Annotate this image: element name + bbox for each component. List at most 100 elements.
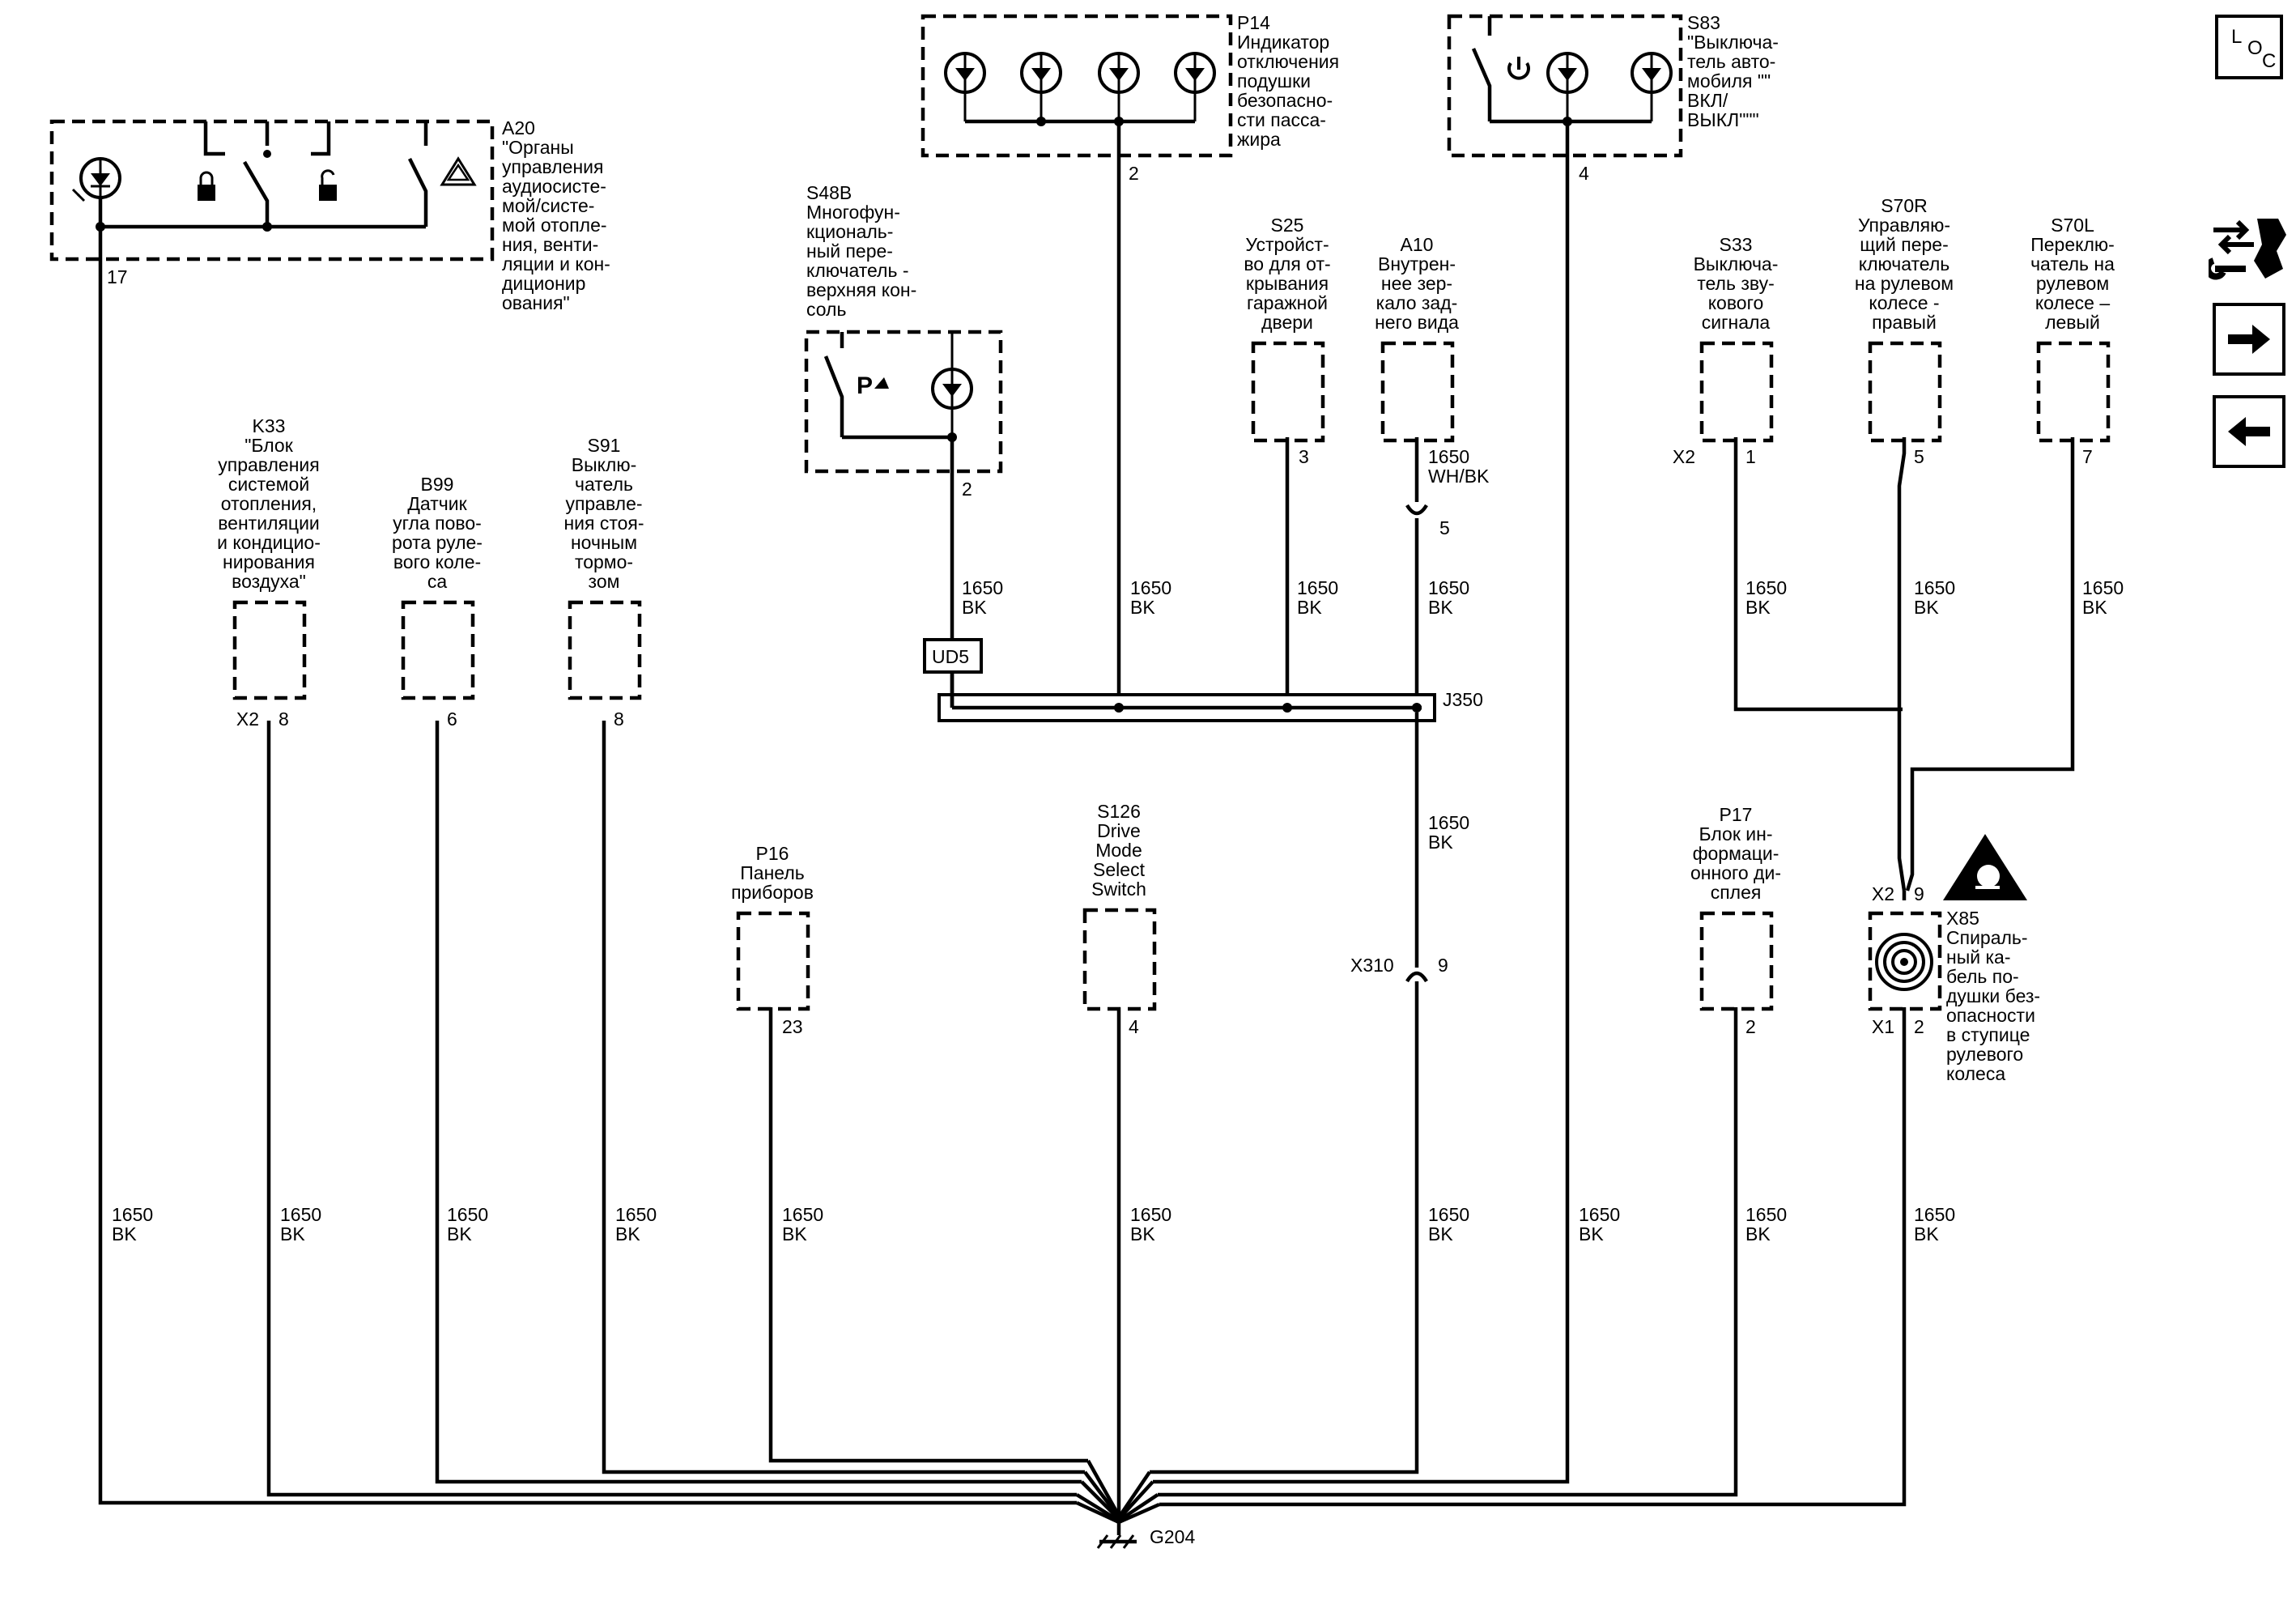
- s48b-label-line: Многофун-: [806, 202, 900, 223]
- back-button[interactable]: [2213, 395, 2285, 468]
- s48b-label-line: кциональ-: [806, 221, 893, 242]
- a10-label-line: Внутрен-: [1378, 253, 1456, 274]
- p14-label-line: Индикатор: [1237, 32, 1329, 53]
- x85-top-pin: 9: [1914, 883, 1924, 904]
- s70l-label-line: левый: [2045, 312, 2100, 333]
- p16-pin: 23: [782, 1016, 803, 1037]
- p16-label-line: приборов: [731, 882, 814, 903]
- x85-label-line: душки без-: [1946, 985, 2040, 1006]
- s70l-label-line: колесе –: [2035, 292, 2111, 313]
- s48b-label-line: соль: [806, 299, 846, 320]
- lamp-icon: [931, 368, 973, 437]
- wire-gauge: 1650: [1130, 1204, 1171, 1225]
- wrench-arrows-icon: [2205, 219, 2286, 280]
- s70l-pin: 7: [2082, 446, 2093, 467]
- p17-label-line: Блок ин-: [1699, 823, 1773, 845]
- x85-label-line: ный ка-: [1946, 947, 2011, 968]
- a20-label-line: управления: [502, 156, 603, 177]
- wire-color: BK: [1130, 1223, 1155, 1244]
- wire-gauge: 1650: [2082, 577, 2124, 598]
- wire-gauge: 1650: [615, 1204, 657, 1225]
- s48b-label-line: ключатель -: [806, 260, 909, 281]
- wire-gauge: 1650: [280, 1204, 321, 1225]
- s70l-label-line: рулевом: [2036, 273, 2109, 294]
- k33-conn: X2: [236, 708, 259, 730]
- loc-letter-o: O: [2247, 37, 2263, 59]
- j350-label: J350: [1443, 689, 1483, 710]
- wire-gauge: 1650: [1428, 577, 1469, 598]
- a20-label-line: мой/систе-: [502, 195, 594, 216]
- b99-ref: B99: [421, 474, 454, 495]
- wire-color: BK: [1745, 1223, 1771, 1244]
- x85-label-line: опасности: [1946, 1005, 2035, 1026]
- wire-color: BK: [447, 1223, 472, 1244]
- wire-gauge: 1650: [1428, 812, 1469, 833]
- forward-button[interactable]: [2213, 303, 2285, 376]
- lamp-icon: [1546, 52, 1588, 121]
- s126-label-line: Drive: [1097, 820, 1141, 841]
- s33-label-line: сигнала: [1702, 312, 1771, 333]
- x85-ref: X85: [1946, 908, 1979, 929]
- wire-gauge: 1650: [1297, 577, 1338, 598]
- a20-label-line: диционир: [502, 273, 585, 294]
- wires: [98, 121, 2075, 1525]
- s126-label-line: Switch: [1091, 879, 1146, 900]
- k33-label-line: воздуха": [232, 571, 306, 592]
- p17-label-line: формаци-: [1693, 843, 1779, 864]
- s48b-label-line: ный пере-: [806, 240, 893, 262]
- arrow-right-icon: [2228, 325, 2270, 354]
- p17-label-line: онного ди-: [1690, 862, 1781, 883]
- component-p16: 23 P16 Панель приборов: [731, 843, 814, 1037]
- component-x85: X2 9 X1 2 X85 Спираль- ный ка- бель по- …: [1868, 834, 2040, 1084]
- p14-pin: 2: [1129, 163, 1139, 184]
- a10-pin: 1650: [1428, 446, 1469, 467]
- x85-label-line: бель по-: [1946, 966, 2019, 987]
- s25-pin: 3: [1299, 446, 1309, 467]
- wire-color: BK: [1297, 597, 1322, 618]
- s83-label-line: "Выключа-: [1687, 32, 1779, 53]
- a20-label-line: ния, венти-: [502, 234, 598, 255]
- tools-button[interactable]: [2205, 212, 2290, 283]
- s33-label-line: Выключа-: [1694, 253, 1779, 274]
- clockspring-icon: [1875, 933, 1933, 991]
- b99-label-line: Датчик: [407, 493, 467, 514]
- p14-label-line: жира: [1237, 129, 1281, 150]
- k33-label-line: управления: [218, 454, 319, 475]
- s91-label-line: ния стоя-: [563, 513, 644, 534]
- wire-gauge: 1650: [1914, 577, 1955, 598]
- a20-label-line: аудиосисте-: [502, 176, 606, 197]
- x85-bot-pin: 2: [1914, 1016, 1924, 1037]
- inline-connector-a10: 5: [1405, 504, 1450, 538]
- s91-label-line: зом: [589, 571, 620, 592]
- wire-color: BK: [1914, 597, 1939, 618]
- loc-letter-l: L: [2231, 26, 2243, 48]
- parking-sensor-icon: [874, 377, 889, 389]
- wire-color: BK: [962, 597, 987, 618]
- component-s91: 8 S91 Выклю- чатель управле- ния стоя- н…: [563, 435, 644, 730]
- b99-label-line: вого коле-: [393, 551, 481, 572]
- wire-color: BK: [280, 1223, 305, 1244]
- wire-gauge: 1650: [1428, 1204, 1469, 1225]
- wire-gauge: 1650: [1745, 1204, 1787, 1225]
- x310-label: X310: [1350, 955, 1394, 976]
- location-button[interactable]: L O C: [2215, 15, 2283, 79]
- s25-label-line: крывания: [1246, 273, 1329, 294]
- a20-label-line: мой отопле-: [502, 215, 607, 236]
- x85-top-conn: X2: [1872, 883, 1894, 904]
- b99-label-line: са: [427, 571, 448, 592]
- x85-label-line: колеса: [1946, 1063, 2005, 1084]
- s126-pin: 4: [1129, 1016, 1139, 1037]
- x85-label-line: в ступице: [1946, 1024, 2030, 1045]
- wire-gauge: 1650: [447, 1204, 488, 1225]
- s91-label-line: управле-: [565, 493, 642, 514]
- component-s70l: 7 S70L Переклю- чатель на рулевом колесе…: [2030, 215, 2115, 467]
- wire-gauge: 1650: [962, 577, 1003, 598]
- component-p14: 2 P14 Индикатор отключения подушки безоп…: [921, 12, 1339, 184]
- ud5-connector: UD5: [923, 638, 983, 708]
- inline-connector-x310: X310 9: [1350, 955, 1448, 983]
- s91-ref: S91: [588, 435, 621, 456]
- wire-gauge: 1650: [1130, 577, 1171, 598]
- s83-label-line: ВКЛ/: [1687, 90, 1728, 111]
- loc-letter-c: C: [2262, 50, 2277, 72]
